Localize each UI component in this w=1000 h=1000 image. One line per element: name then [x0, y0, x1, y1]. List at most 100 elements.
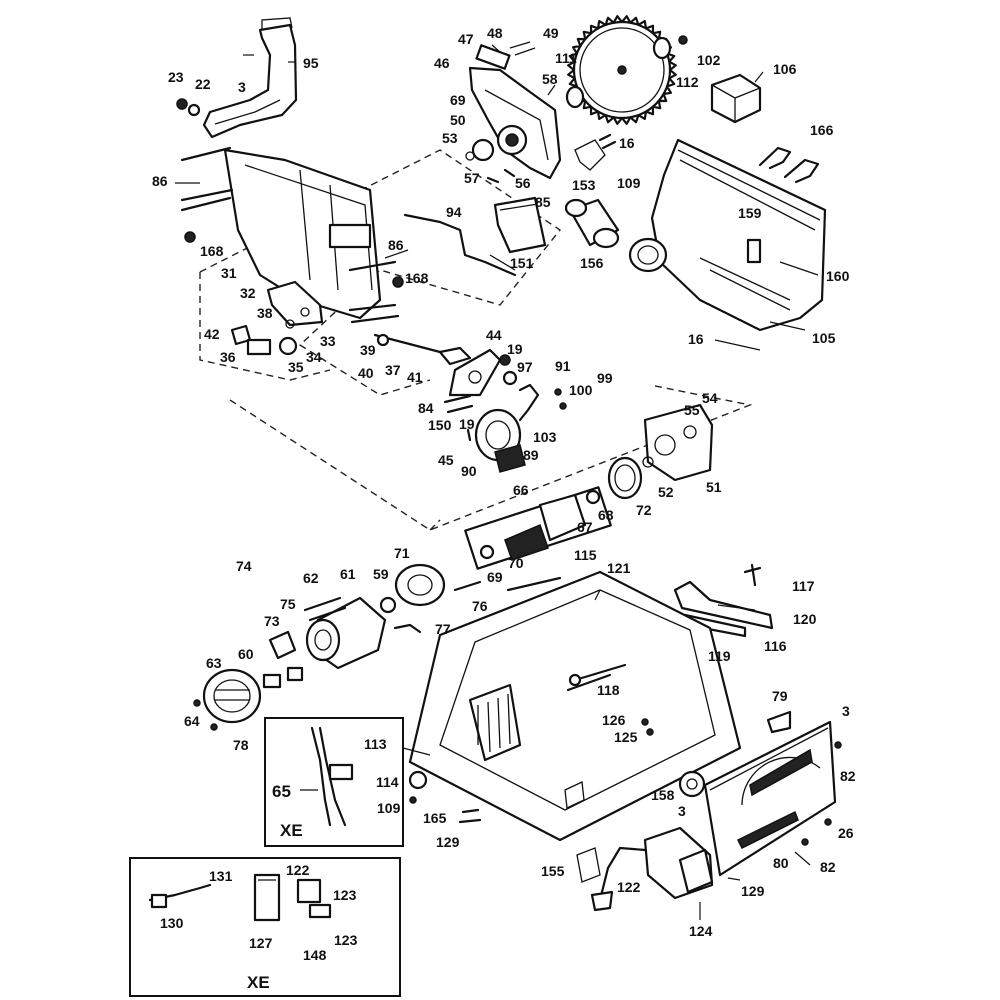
- callout-3-right: 3: [842, 703, 850, 719]
- callout-39: 39: [360, 342, 376, 358]
- callout-129-right: 129: [741, 883, 765, 899]
- part-65-wiring: [310, 726, 354, 827]
- dashed-group-motor-frame: [229, 384, 753, 531]
- part-blade-assembly: [565, 15, 688, 125]
- dashed-group-frame-upper: [199, 149, 562, 396]
- part-124-switch-box: [576, 826, 714, 912]
- part-153-clip: [574, 133, 617, 171]
- callout-112: 112: [676, 74, 699, 90]
- callout-labels: 95 23 22 3 47 48 49 46 58 111 102 112 10…: [152, 25, 856, 992]
- callout-63: 63: [206, 655, 222, 671]
- part-151-guard-plate: [493, 196, 547, 254]
- callout-126: 126: [602, 712, 626, 728]
- callout-131: 131: [209, 868, 233, 884]
- callout-153: 153: [572, 177, 596, 193]
- part-84-150-clip: [443, 394, 474, 414]
- callout-117: 117: [792, 578, 815, 594]
- part-37-adjustment-shaft: [373, 333, 472, 366]
- callout-35: 35: [288, 359, 304, 375]
- callout-32: 32: [240, 285, 256, 301]
- part-99-100-screws: [554, 388, 567, 410]
- callout-109-lower: 109: [377, 800, 401, 816]
- callout-31: 31: [221, 265, 237, 281]
- callout-77: 77: [435, 621, 451, 637]
- part-158-bevel-gear: [678, 770, 706, 798]
- callout-124: 124: [689, 923, 713, 939]
- callout-72: 72: [636, 502, 652, 518]
- callout-127: 127: [249, 935, 273, 951]
- callout-41: 41: [407, 369, 423, 385]
- callout-51: 51: [706, 479, 722, 495]
- part-165-clip: [458, 808, 482, 824]
- callout-86-left: 86: [152, 173, 168, 189]
- callout-50: 50: [450, 112, 466, 128]
- inset-label-xe-upper: XE: [280, 821, 303, 840]
- callout-113: 113: [364, 736, 387, 752]
- part-106-guard-block: [710, 73, 762, 124]
- callout-48: 48: [487, 25, 503, 41]
- callout-123-upper: 123: [333, 887, 357, 903]
- callout-68: 68: [598, 507, 614, 523]
- callout-76: 76: [472, 598, 488, 614]
- callout-67: 67: [577, 519, 593, 535]
- callout-122-inset: 122: [286, 862, 310, 878]
- callout-159: 159: [738, 205, 762, 221]
- callout-82-upper: 82: [840, 768, 856, 784]
- part-36-42-knob-set: [230, 319, 298, 356]
- callout-79: 79: [772, 688, 788, 704]
- callout-57: 57: [464, 170, 480, 186]
- part-125-126-screws: [641, 718, 654, 736]
- callout-65: 65: [272, 782, 291, 801]
- callout-165: 165: [423, 810, 447, 826]
- callout-3: 3: [238, 79, 246, 95]
- part-113-base-housing: [408, 570, 742, 842]
- callout-33: 33: [320, 333, 336, 349]
- part-77-clip: [393, 580, 482, 634]
- callout-71: 71: [394, 545, 410, 561]
- callout-106: 106: [773, 61, 797, 77]
- part-23-22-nut-washer: [176, 98, 201, 117]
- callout-99: 99: [597, 370, 613, 386]
- callout-97: 97: [517, 359, 533, 375]
- part-105-dust-shroud: [628, 138, 827, 332]
- callout-78: 78: [233, 737, 249, 753]
- callout-168-left: 168: [200, 243, 224, 259]
- part-127-cover: [253, 873, 281, 922]
- part-156-dust-tube: [564, 198, 620, 249]
- callout-125: 125: [614, 729, 638, 745]
- part-60-brush: [262, 666, 304, 689]
- callout-61: 61: [340, 566, 356, 582]
- inset-label-xe-lower: XE: [247, 973, 270, 992]
- callout-111: 111: [555, 50, 577, 66]
- callout-114: 114: [376, 774, 399, 790]
- callout-150: 150: [428, 417, 452, 433]
- callout-129-lower: 129: [436, 834, 460, 850]
- part-79-bevel-knob: [766, 710, 792, 734]
- part-166-hooks: [758, 146, 820, 184]
- callout-56: 56: [515, 175, 531, 191]
- part-32-bracket: [266, 280, 324, 327]
- part-46-blade-guard-bracket: [468, 41, 562, 180]
- part-63-end-cap: [202, 668, 262, 724]
- part-168-screws: [184, 231, 404, 288]
- callout-3-lower: 3: [678, 803, 686, 819]
- callout-120: 120: [793, 611, 817, 627]
- callout-90: 90: [461, 463, 477, 479]
- callout-130: 130: [160, 915, 184, 931]
- callout-leaders: [175, 44, 819, 920]
- part-94-height-crank: [403, 213, 517, 277]
- callout-155: 155: [541, 863, 565, 879]
- part-123-148-terminals: [296, 878, 332, 919]
- callout-158: 158: [651, 787, 675, 803]
- callout-69-top: 69: [450, 92, 466, 108]
- callout-60: 60: [238, 646, 254, 662]
- callout-38: 38: [257, 305, 273, 321]
- callout-55: 55: [684, 402, 700, 418]
- callout-40: 40: [358, 365, 374, 381]
- callout-118: 118: [597, 682, 620, 698]
- part-73-brush-holder: [268, 596, 347, 660]
- saw-blade-teeth: [567, 15, 677, 125]
- callout-91: 91: [555, 358, 571, 374]
- callout-66: 66: [513, 482, 529, 498]
